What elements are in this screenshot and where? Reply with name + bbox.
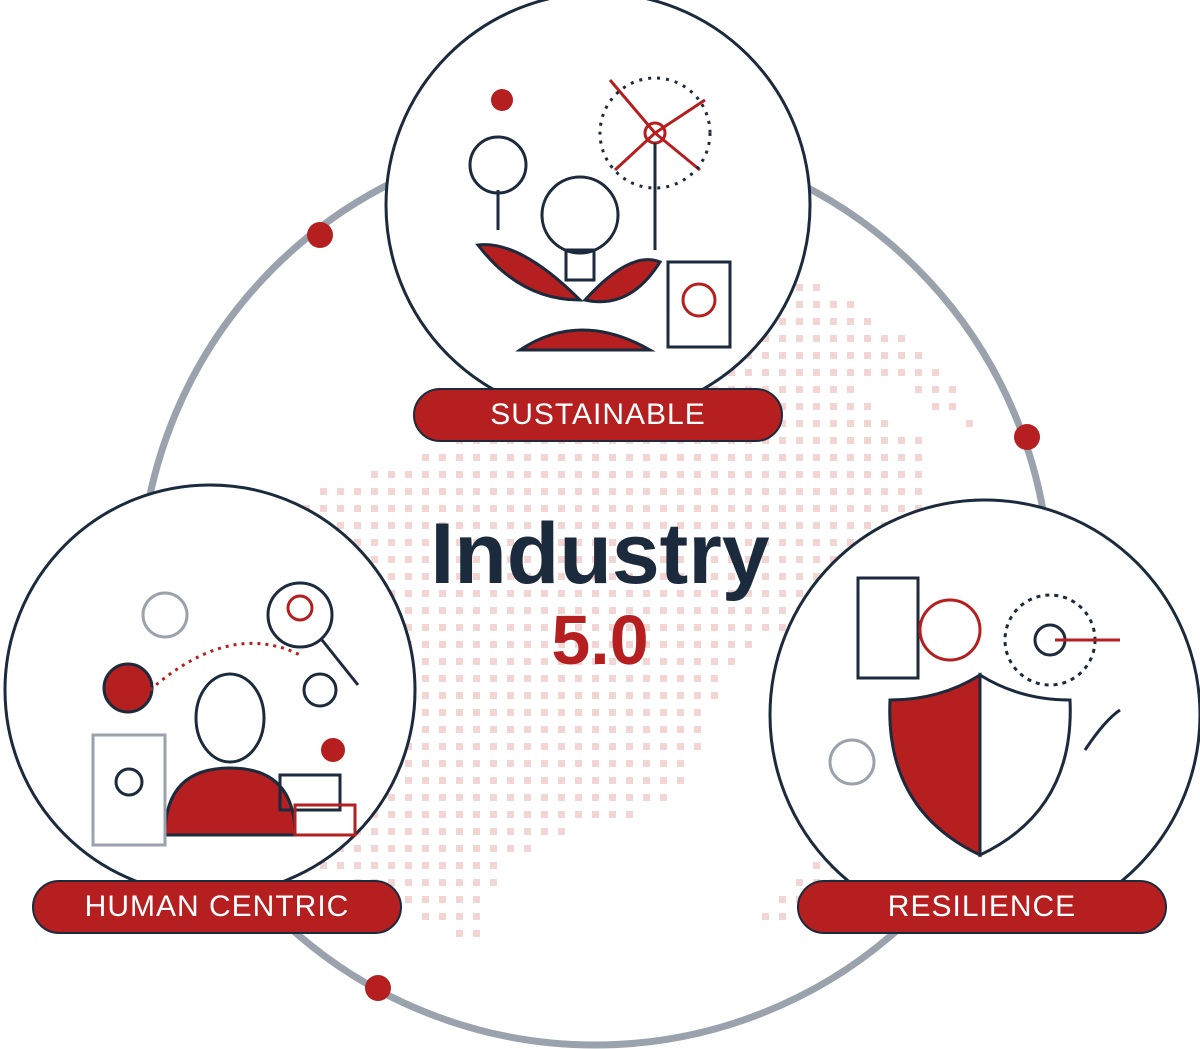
- sustainable-label: SUSTAINABLE: [413, 388, 783, 442]
- title-version: 5.0: [551, 601, 649, 679]
- sustainability-icon: [468, 76, 732, 352]
- human-centric-icon: [91, 581, 360, 847]
- ring-dot: [307, 222, 333, 248]
- resilience-shield-icon: [828, 576, 1121, 858]
- title-industry: Industry: [430, 506, 770, 602]
- sustainable-circle: [384, 0, 812, 419]
- human-centric-label: HUMAN CENTRIC: [32, 880, 402, 934]
- resilience-label: RESILIENCE: [797, 880, 1167, 934]
- ring-dot: [1014, 424, 1040, 450]
- ring-dot: [365, 975, 391, 1001]
